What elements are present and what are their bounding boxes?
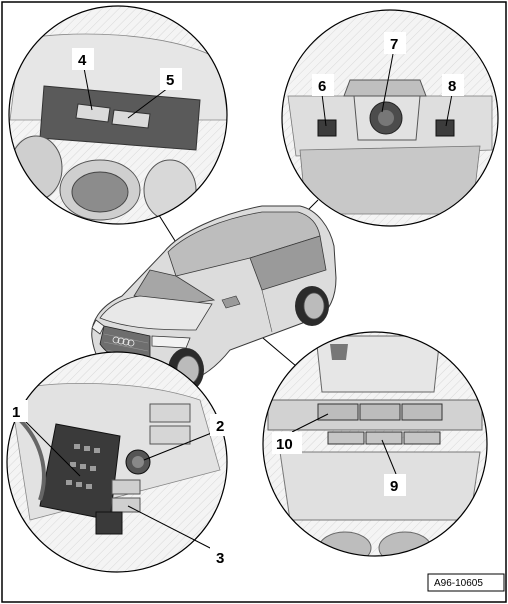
callout-label-1: 1 (12, 404, 20, 421)
callout-label-4: 4 (78, 52, 87, 69)
detail-circle-center-console-rear (8, 5, 228, 225)
callout-label-8: 8 (448, 78, 456, 95)
callout-label-5: 5 (166, 72, 174, 89)
callout-label-6: 6 (318, 78, 326, 95)
callout-label-2: 2 (216, 418, 224, 435)
callout-label-10: 10 (276, 436, 293, 453)
reference-code: A96-10605 (434, 578, 483, 589)
reference-code-box: A96-10605 (427, 573, 505, 592)
detail-circle-selector-lever (6, 351, 228, 573)
callout-label-7: 7 (390, 36, 398, 53)
callout-label-9: 9 (390, 478, 398, 495)
car-illustration (91, 205, 337, 392)
callout-leader-lines (21, 53, 453, 551)
callout-label-3: 3 (216, 550, 224, 567)
callout-labels: 4 5 6 7 8 1 2 3 10 9 (8, 32, 464, 568)
